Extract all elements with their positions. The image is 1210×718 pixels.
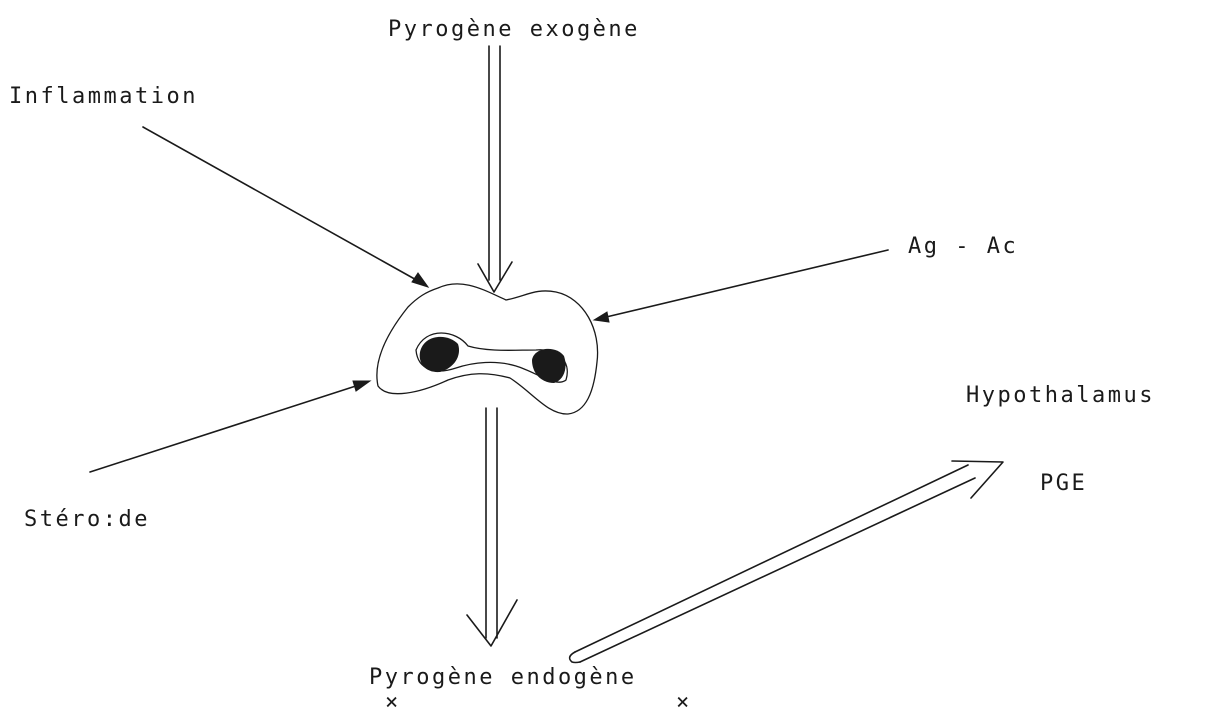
nucleus-right xyxy=(532,349,566,383)
steroid-arrow xyxy=(90,381,370,472)
label-pyrogene-exogene: Pyrogène exogène xyxy=(388,19,640,41)
cross-mark-right: × xyxy=(676,692,692,714)
label-pyrogene-endogene: Pyrogène endogène xyxy=(369,667,637,689)
cell xyxy=(377,284,598,414)
ag-ac-arrow xyxy=(594,250,888,322)
label-pge: PGE xyxy=(1040,473,1087,495)
endogenous-output-arrow xyxy=(467,408,517,646)
label-inflammation: Inflammation xyxy=(9,86,198,108)
inflammation-arrow xyxy=(143,127,428,287)
label-hypothalamus: Hypothalamus xyxy=(966,385,1155,407)
nucleus-left xyxy=(420,337,459,372)
cross-mark-left: × xyxy=(385,692,401,714)
label-ag-ac: Ag - Ac xyxy=(908,236,1018,258)
label-steroide: Stéro:de xyxy=(24,509,150,531)
endogenous-to-hypothalamus-arrow xyxy=(570,461,1003,663)
exogenous-input-arrow xyxy=(478,46,512,292)
